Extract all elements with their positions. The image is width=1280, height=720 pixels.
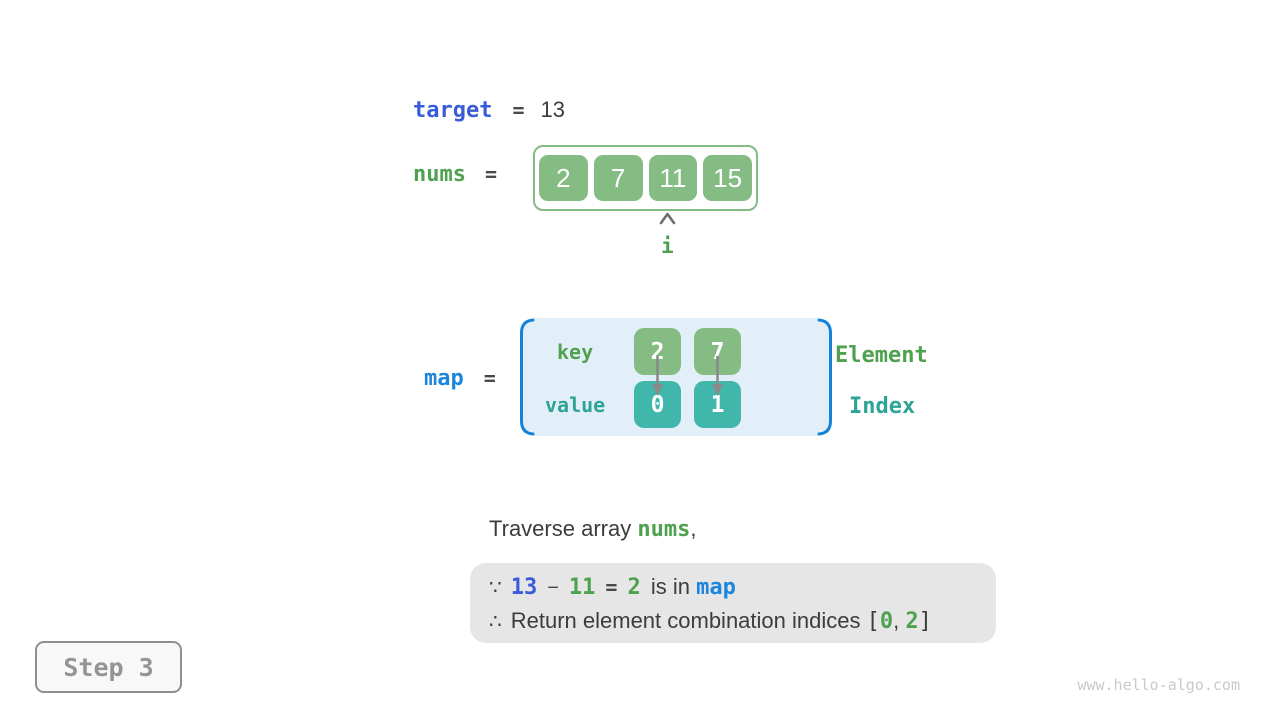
conclusion-line-therefore: ∴ Return element combination indices [ 0… <box>489 608 996 636</box>
target-equals-sign: = <box>512 98 525 122</box>
minus-sign: − <box>547 577 559 599</box>
nums-line-label: nums = <box>413 162 497 187</box>
step-badge: Step 3 <box>35 641 182 693</box>
right-bracket-icon <box>817 318 832 436</box>
close-bracket: ] <box>918 609 932 634</box>
nums-array-cell: 15 <box>703 155 752 201</box>
nums-var-label: nums <box>413 162 466 187</box>
conclusion-box: ∵ 13 − 11 = 2 is in map ∴ Return element… <box>470 563 996 643</box>
map-line-label: map = <box>424 366 496 391</box>
difference-value: 2 <box>627 575 641 600</box>
nums-equals-sign: = <box>484 162 498 186</box>
target-value-ref: 13 <box>510 575 538 600</box>
map-value-cell: 1 <box>694 381 741 428</box>
comma: , <box>893 608 906 633</box>
map-equals-sign: = <box>483 366 496 390</box>
caption-comma: , <box>690 516 697 541</box>
caption-text: Traverse array <box>489 516 638 541</box>
caption-line: Traverse array nums , <box>489 516 696 542</box>
is-in-text: is in <box>644 574 697 599</box>
down-arrow-icon <box>652 356 663 396</box>
target-var-label: target <box>413 98 493 123</box>
target-value: 13 <box>540 97 566 122</box>
down-arrow-icon <box>712 356 723 396</box>
nums-array-cell: 2 <box>539 155 588 201</box>
target-line: target = 13 <box>413 97 565 123</box>
map-key-row-label: key <box>557 340 594 364</box>
nums-array-cell: 7 <box>593 155 643 201</box>
current-element-ref: 11 <box>568 575 596 600</box>
conclusion-line-because: ∵ 13 − 11 = 2 is in map <box>489 574 996 602</box>
left-bracket-icon <box>520 318 535 436</box>
equals-sign: = <box>605 575 618 599</box>
index-row-label: Index <box>849 394 916 419</box>
nums-array-container: 2 7 11 15 <box>533 145 758 211</box>
map-ref: map <box>696 575 736 600</box>
map-value-row-label: value <box>545 393 606 417</box>
caption-nums-ref: nums <box>637 517 691 542</box>
index-pointer-label: i <box>661 234 674 258</box>
result-index-2: 2 <box>905 609 919 634</box>
open-bracket: [ <box>866 609 880 634</box>
nums-array-cell: 11 <box>648 155 698 201</box>
map-value-cell: 0 <box>634 381 681 428</box>
element-row-label: Element <box>835 343 928 368</box>
because-symbol: ∵ <box>489 577 502 599</box>
result-index-1: 0 <box>879 609 894 634</box>
map-var-label: map <box>424 366 464 391</box>
therefore-symbol: ∴ <box>489 611 502 633</box>
watermark-text: www.hello-algo.com <box>1077 676 1240 694</box>
up-arrow-icon <box>659 212 676 225</box>
return-text: Return element combination indices <box>510 608 867 633</box>
map-container: key value 2 7 0 1 <box>520 318 832 436</box>
